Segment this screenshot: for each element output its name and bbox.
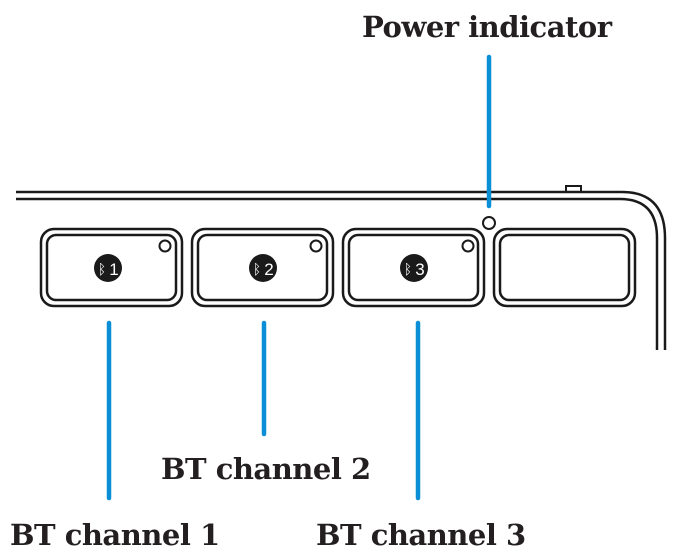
bluetooth-icon: ᛒ [404,262,412,278]
bt-key-1[interactable]: ᛒ 1 [39,227,184,308]
channel-number-2: 2 [264,260,273,279]
channel-led-3 [461,239,475,253]
bt-key-3[interactable]: ᛒ 3 [341,227,486,308]
bluetooth-badge-3 [400,254,428,282]
bt-channel-1-label: BT channel 1 [10,518,220,552]
bt-channel-3-label: BT channel 3 [316,518,526,552]
channel-led-1 [158,239,172,253]
bluetooth-badge-1 [94,254,122,282]
bluetooth-icon: ᛒ [98,262,106,278]
bluetooth-badge-2 [249,254,277,282]
channel-led-2 [309,239,323,253]
channel-number-1: 1 [109,260,118,279]
channel-number-3: 3 [415,260,424,279]
bluetooth-icon: ᛒ [253,262,261,278]
edge-tab [565,185,582,193]
power-indicator-label: Power indicator [362,10,612,44]
keyboard-edge [16,190,667,350]
power-indicator-led [482,216,496,230]
blank-key[interactable] [492,227,637,308]
bt-channel-2-label: BT channel 2 [161,452,371,486]
bt-key-2[interactable]: ᛒ 2 [190,227,335,308]
